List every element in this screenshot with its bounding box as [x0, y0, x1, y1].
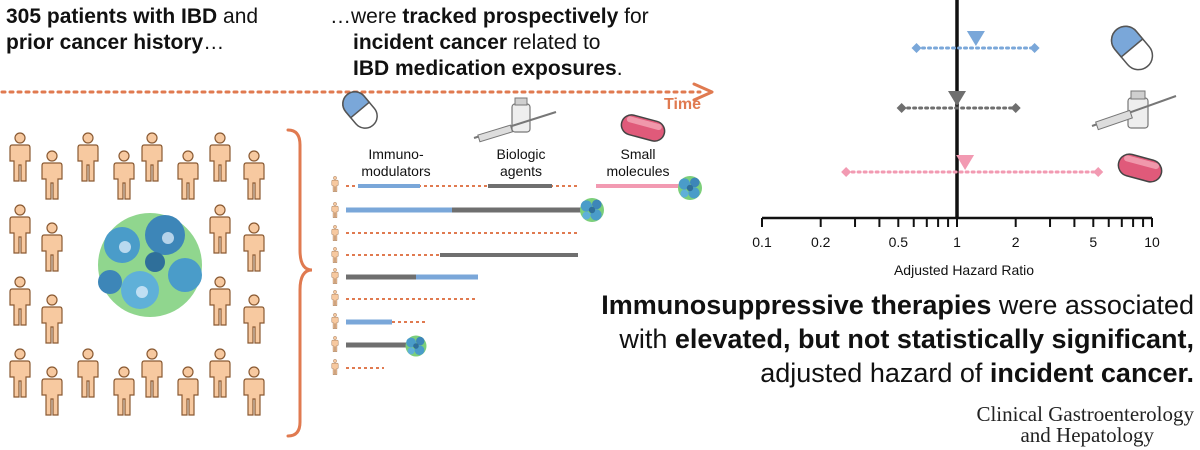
- conclusion-line2-bold: elevated, but not statistically signific…: [674, 324, 1194, 354]
- conclusion-line3-bold: incident cancer.: [989, 358, 1194, 388]
- person-icon: [9, 348, 31, 398]
- header-middle-line3-rest: .: [616, 57, 623, 80]
- tablet-icon: [1117, 153, 1163, 183]
- x-tick-label: 1: [953, 234, 961, 250]
- person-icon: [9, 276, 31, 326]
- patient-timelines: [331, 176, 702, 375]
- person-icon: [243, 294, 265, 344]
- header-left-line2-bold: prior cancer history: [6, 31, 204, 54]
- person-icon: [41, 294, 63, 344]
- person-icon: [209, 132, 231, 182]
- person-icon: [41, 366, 63, 416]
- bracket: [286, 128, 313, 438]
- person-icon: [9, 132, 31, 182]
- person-icon: [141, 132, 163, 182]
- person-icon: [243, 366, 265, 416]
- tablet-icon: [620, 114, 666, 142]
- person-icon: [209, 204, 231, 254]
- timeline-row: [331, 247, 578, 263]
- person-icon: [209, 348, 231, 398]
- person-icon: [177, 150, 199, 200]
- person-icon: [113, 150, 135, 200]
- header-middle-line2-rest: related to: [507, 31, 601, 54]
- journal-line1: Clinical Gastroenterology: [976, 402, 1194, 426]
- person-icon: [113, 366, 135, 416]
- ci-end-marker: [1093, 167, 1104, 177]
- x-tick-label: 10: [1144, 234, 1160, 250]
- timeline-row: [331, 176, 702, 200]
- ci-end-marker: [1029, 43, 1040, 53]
- header-left-line1-rest: and: [217, 5, 259, 28]
- capsule-icon: [1110, 25, 1154, 71]
- person-icon: [41, 150, 63, 200]
- header-left: 305 patients with IBD and prior cancer h…: [6, 4, 258, 56]
- timeline-row: [331, 198, 604, 222]
- syringe-vial-icon: [473, 97, 557, 143]
- point-estimate: [948, 91, 966, 106]
- label-small-molecules: Small molecules: [606, 146, 670, 179]
- ci-end-marker: [911, 43, 922, 53]
- x-tick-label: 0.2: [811, 234, 831, 250]
- timeline-row: [331, 313, 426, 329]
- ci-end-marker: [896, 103, 907, 113]
- person-icon: [9, 204, 31, 254]
- conclusion-line1-bold: Immunosuppressive therapies: [601, 290, 992, 320]
- forest-plot: 0.1 0.2 0.5 1 2 5 10: [752, 0, 1160, 250]
- person-icon: [243, 150, 265, 200]
- ci-end-marker: [841, 167, 852, 177]
- header-middle-line1-bold: tracked prospectively: [402, 5, 619, 28]
- point-estimate: [956, 155, 975, 170]
- x-tick-label: 0.5: [889, 234, 909, 250]
- x-tick-label: 0.1: [752, 234, 772, 250]
- conclusion-line1-rest: were associated: [991, 290, 1194, 320]
- cancer-cell-icon: [98, 213, 202, 317]
- header-middle-line3-bold: IBD medication exposures: [353, 57, 617, 80]
- person-icon: [141, 348, 163, 398]
- header-middle-line2-bold: incident cancer: [353, 31, 508, 54]
- forest-plot-xlabel: Adjusted Hazard Ratio: [893, 262, 1035, 278]
- person-icon: [209, 276, 231, 326]
- label-immunomodulators: Immuno- modulators: [361, 146, 431, 179]
- timeline-row: [331, 359, 384, 375]
- conclusion-line3-pre: adjusted hazard of: [760, 358, 990, 388]
- ci-end-marker: [1010, 103, 1021, 113]
- header-middle-line1-pre: …were: [330, 5, 403, 28]
- x-tick-label: 5: [1089, 234, 1097, 250]
- person-icon: [243, 222, 265, 272]
- journal-line2: and Hepatology: [1020, 423, 1154, 447]
- time-label: Time: [664, 96, 702, 113]
- x-tick-label: 2: [1012, 234, 1020, 250]
- header-middle: …were tracked prospectively for incident…: [330, 4, 649, 82]
- timeline-row: [331, 290, 478, 306]
- conclusion-line2-pre: with: [619, 324, 675, 354]
- person-icon: [77, 132, 99, 182]
- conclusion: Immunosuppressive therapies were associa…: [601, 288, 1194, 390]
- timeline-row: [331, 268, 478, 284]
- timeline-row: [331, 225, 578, 241]
- person-icon: [77, 348, 99, 398]
- header-left-line2-rest: …: [203, 31, 225, 54]
- label-biologic-agents: Biologic agents: [496, 146, 546, 179]
- syringe-vial-icon: [1091, 90, 1177, 131]
- person-icon: [177, 366, 199, 416]
- capsule-icon: [342, 91, 378, 129]
- person-icon: [41, 222, 63, 272]
- time-arrow: [0, 82, 714, 102]
- timeline-row: [331, 335, 427, 357]
- header-middle-line1-rest: for: [618, 5, 649, 28]
- journal-logo: Clinical Gastroenterology and Hepatology: [976, 404, 1194, 446]
- header-left-line1-bold: 305 patients with IBD: [6, 5, 218, 28]
- point-estimate: [966, 31, 985, 46]
